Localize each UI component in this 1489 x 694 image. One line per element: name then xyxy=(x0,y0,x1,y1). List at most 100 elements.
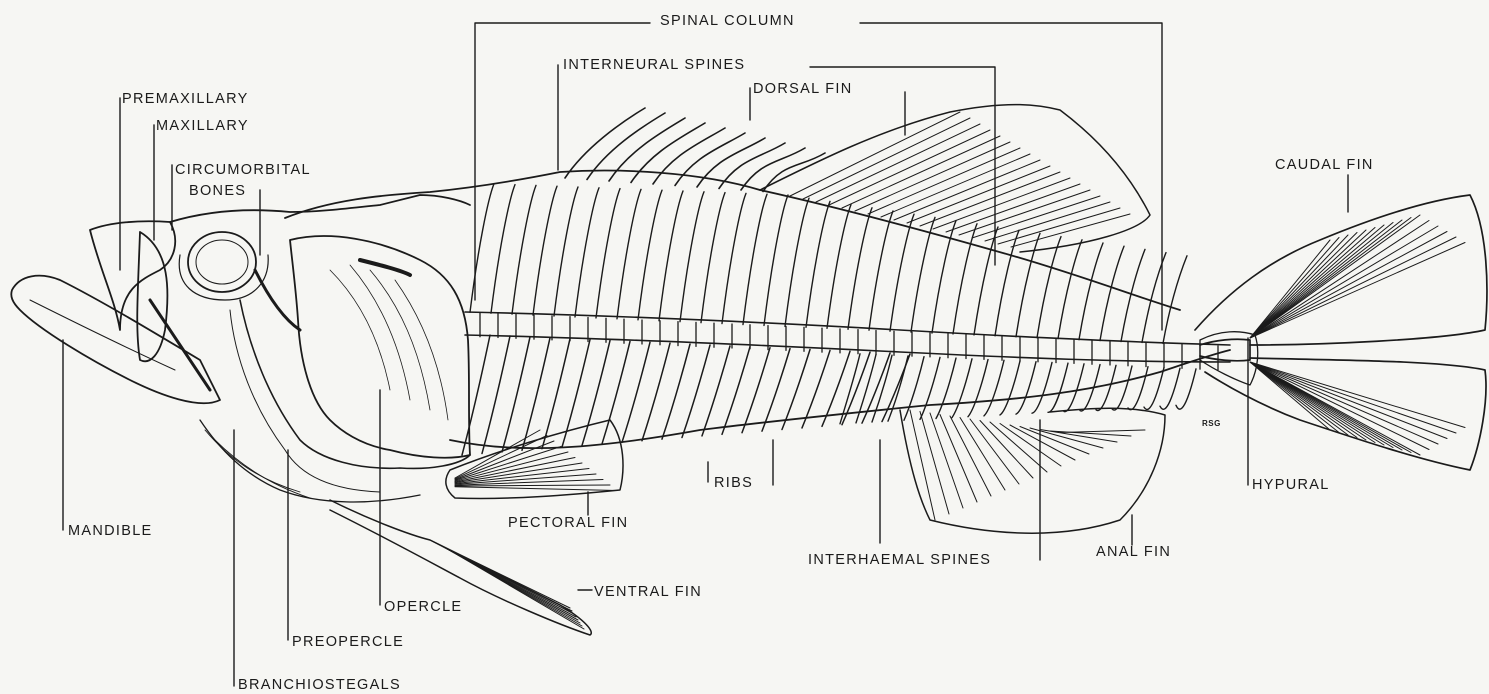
caudal-ray-upper xyxy=(1250,237,1456,338)
interneural-spine xyxy=(659,191,683,321)
caudal-ray-upper xyxy=(1250,228,1375,339)
interhaemal-spine xyxy=(1016,362,1036,414)
interneural-spine xyxy=(869,211,893,330)
interhaemal-spine xyxy=(984,360,1004,416)
label-spinal-column: SPINAL COLUMN xyxy=(660,14,795,29)
pectoral-fin-outline xyxy=(446,420,623,498)
interneural-spine xyxy=(638,190,662,320)
interneural-spine xyxy=(743,194,767,324)
interneural-spine xyxy=(932,221,956,333)
interhaemal-spine xyxy=(952,359,972,418)
ventral-fin-rays xyxy=(430,540,584,629)
label-premaxillary: PREMAXILLARY xyxy=(122,92,249,107)
interhaemal-spine xyxy=(1096,365,1116,410)
preopercle-bone xyxy=(240,300,470,468)
label-branchiostegals: BRANCHIOSTEGALS xyxy=(238,678,401,693)
caudal-ray-upper xyxy=(1250,235,1348,338)
label-opercle: OPERCLE xyxy=(384,600,462,615)
interhaemal-spine xyxy=(904,357,924,421)
dorsal-fin-rays xyxy=(790,112,1130,247)
anal-ray xyxy=(930,413,963,508)
interneural-spine xyxy=(764,195,788,325)
caudal-ray-lower xyxy=(1250,362,1420,455)
spinal-column xyxy=(465,312,1230,362)
anal-ray xyxy=(950,416,991,496)
interhaemal-spine xyxy=(920,357,940,419)
interneural-spine xyxy=(806,201,830,327)
premaxillary-bone xyxy=(90,221,175,330)
ribs xyxy=(462,335,910,455)
dorsal-ray xyxy=(985,202,1110,241)
pectoral-ray xyxy=(455,487,617,491)
interneural-spine xyxy=(1100,246,1124,340)
label-hypural: HYPURAL xyxy=(1252,478,1330,493)
interneural-spine xyxy=(1016,233,1040,336)
dorsal-spine xyxy=(675,133,745,186)
caudal-ray-lower xyxy=(1250,362,1456,433)
pectoral-ray xyxy=(455,485,610,486)
interneural-spine xyxy=(701,193,725,323)
dorsal-ray xyxy=(829,130,990,205)
label-anal-fin: ANAL FIN xyxy=(1096,545,1171,560)
interneural-spine xyxy=(470,184,494,312)
interhaemal-spine xyxy=(1048,363,1068,412)
interneural-spine xyxy=(617,189,641,318)
dorsal-ray xyxy=(972,196,1100,238)
dorsal-ray xyxy=(907,166,1050,223)
interhaemal-spine xyxy=(872,355,892,422)
interneural-spine xyxy=(554,187,578,316)
caudal-ray-upper xyxy=(1250,221,1429,339)
caudal-ray-upper xyxy=(1250,230,1366,338)
mandible-bone xyxy=(11,276,220,404)
interneural-spine xyxy=(890,214,914,331)
anal-ray xyxy=(1020,427,1089,455)
caudal-ray-lower xyxy=(1250,362,1429,450)
caudal-ray-upper xyxy=(1250,233,1357,339)
caudal-ray-lower xyxy=(1250,362,1339,433)
dorsal-ray xyxy=(894,160,1040,220)
dorsal-ray xyxy=(842,136,1000,208)
anal-fin-rays xyxy=(910,410,1145,520)
caudal-ray-lower xyxy=(1250,362,1447,439)
anal-ray xyxy=(1000,424,1061,467)
label-ventral-fin: VENTRAL FIN xyxy=(594,585,702,600)
label-preopercle: PREOPERCLE xyxy=(292,635,404,650)
body-outline xyxy=(285,171,1230,449)
dorsal-fin-outline xyxy=(760,105,1150,252)
caudal-ray-lower xyxy=(1250,362,1465,428)
label-interneural-spines: INTERNEURAL SPINES xyxy=(563,58,745,73)
orbit xyxy=(188,232,256,292)
caudal-ray-upper xyxy=(1250,243,1465,339)
dorsal-ray xyxy=(816,124,980,202)
label-ribs: RIBS xyxy=(714,476,753,491)
label-circumorbital-bones: BONES xyxy=(189,184,246,199)
interhaemal-spine xyxy=(1112,366,1132,410)
interneural-spine xyxy=(1058,240,1082,339)
interneural-spine xyxy=(680,192,704,322)
interneural-spine xyxy=(848,208,872,329)
dorsal-fin-spines xyxy=(565,108,825,192)
interneural-spine xyxy=(596,189,620,318)
interneural-spines xyxy=(470,184,1187,344)
pectoral-fin-rays xyxy=(455,430,617,491)
interneural-spine xyxy=(491,185,515,314)
interhaemal-spine xyxy=(968,360,988,417)
caudal-ray-upper xyxy=(1250,226,1438,338)
anal-ray xyxy=(980,421,1033,479)
dorsal-ray xyxy=(881,154,1030,217)
spinal-column-leader-right xyxy=(860,23,1162,330)
anal-ray xyxy=(970,419,1019,484)
label-maxillary: MAXILLARY xyxy=(156,119,249,134)
caudal-ray-upper xyxy=(1250,232,1447,339)
interhaemal-spine xyxy=(888,356,908,421)
interneural-spine xyxy=(512,185,536,314)
interneural-spine xyxy=(1163,256,1187,344)
anal-ray xyxy=(1060,430,1145,433)
label-pectoral-fin: PECTORAL FIN xyxy=(508,516,628,531)
pectoral-ray xyxy=(455,430,540,478)
dorsal-ray xyxy=(868,148,1020,214)
dorsal-ray xyxy=(803,118,970,199)
interneural-spine xyxy=(533,186,557,315)
dorsal-spine xyxy=(565,108,645,178)
